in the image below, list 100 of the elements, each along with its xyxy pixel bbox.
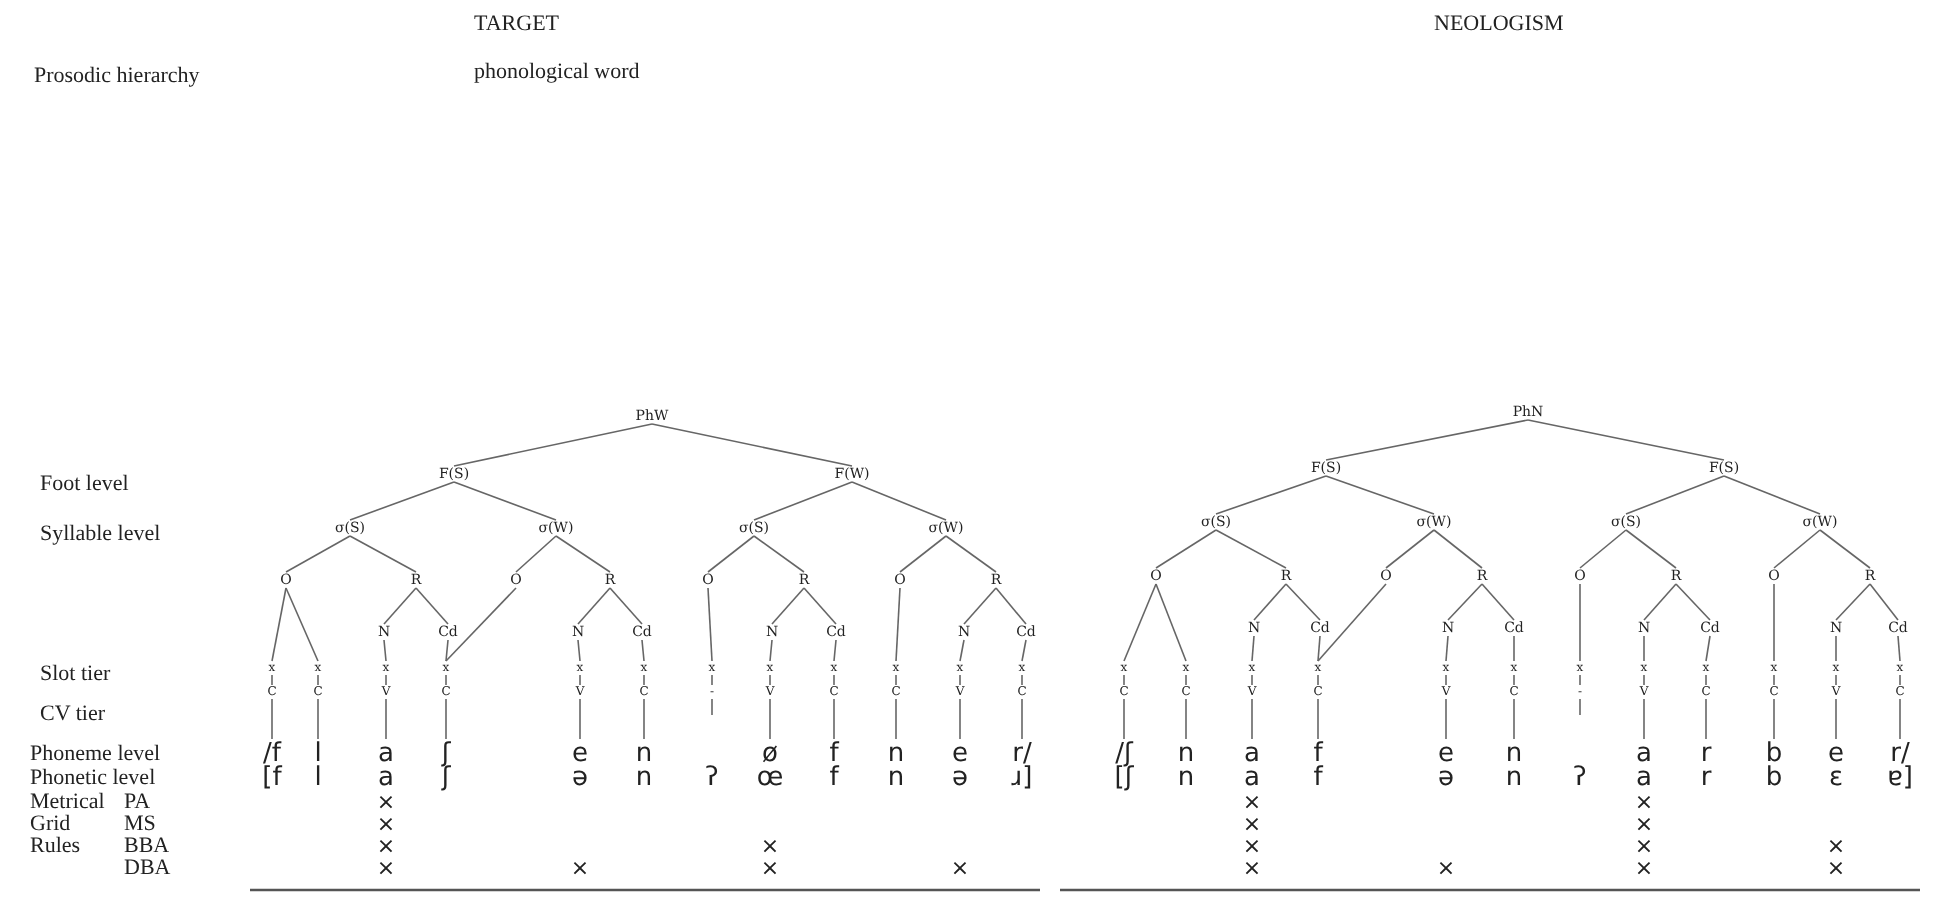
tree-branch — [1773, 674, 1775, 686]
tree-branch — [1385, 529, 1435, 569]
tree-branch — [641, 639, 645, 662]
phonetic-symbol: ʔ — [705, 763, 719, 793]
phonetic-symbol: ɹ] — [1011, 763, 1033, 793]
row-label: Slot tier — [40, 662, 111, 686]
tree-branch — [833, 639, 837, 662]
row-label: Grid — [30, 812, 71, 836]
tree-branch — [711, 698, 713, 716]
stress-mark: × — [1242, 811, 1262, 837]
phonetic-symbol: ʔ — [1573, 763, 1587, 793]
row-label: CV tier — [40, 702, 105, 726]
tree-branch — [899, 535, 947, 573]
tree-branch — [833, 698, 835, 740]
tree-branch — [1897, 635, 1901, 662]
tree-branch — [1021, 698, 1023, 740]
tree-branch — [1643, 698, 1645, 740]
phoneme-symbol: a — [1244, 739, 1260, 769]
phoneme-symbol: e — [572, 739, 588, 769]
phonetic-symbol: n — [1177, 763, 1195, 793]
phoneme-symbol: ø — [762, 739, 778, 769]
phoneme-symbol: n — [1505, 739, 1523, 769]
phonetic-symbol: l — [314, 763, 322, 793]
tree-branch — [579, 698, 581, 740]
stress-mark: × — [376, 833, 396, 859]
stress-mark: × — [760, 833, 780, 859]
tree-branch — [1773, 583, 1775, 662]
tree-branch — [769, 639, 773, 662]
row-label: Metrical — [30, 790, 105, 814]
tree-branch — [1643, 583, 1677, 621]
tree-branch — [1481, 583, 1515, 621]
tree-branch — [383, 639, 387, 662]
tree-branch — [1819, 529, 1871, 569]
column-heading: NEOLOGISM — [1434, 12, 1564, 36]
phoneme-symbol: ʃ — [441, 739, 451, 769]
tree-branch — [1723, 475, 1821, 515]
tree-branch — [753, 535, 805, 573]
tree-branch — [1445, 698, 1447, 740]
tree-branch — [895, 674, 897, 686]
tree-branch — [383, 587, 417, 625]
stress-mark: × — [1242, 855, 1262, 881]
tree-branch — [945, 535, 997, 573]
tree-branch — [1579, 583, 1581, 662]
phoneme-symbol: n — [635, 739, 653, 769]
phoneme-symbol: n — [887, 739, 905, 769]
phonetic-symbol: [f — [262, 763, 282, 793]
tree-branch — [1123, 674, 1125, 686]
phonetic-symbol: f — [1313, 763, 1323, 793]
tree-branch — [1835, 583, 1871, 621]
tree-branch — [1447, 583, 1483, 621]
tree-branch — [577, 587, 611, 625]
tree-branch — [1215, 475, 1327, 515]
tree-branch — [555, 535, 611, 573]
tree-branch — [1675, 583, 1711, 621]
stress-mark: × — [570, 855, 590, 881]
tree-branch — [271, 698, 273, 740]
tree-branch — [1835, 674, 1837, 686]
tree-branch — [1445, 635, 1449, 662]
phonetic-symbol: n — [635, 763, 653, 793]
tree-branch — [1643, 635, 1645, 662]
row-label: Phonetic level — [30, 766, 156, 790]
row-label: PA — [124, 790, 151, 814]
tree-branch — [1215, 529, 1287, 569]
tree-branch — [707, 535, 755, 573]
tree-branch — [959, 698, 961, 740]
phonetic-symbol: ɛ — [1828, 763, 1844, 793]
tree-branch — [1513, 698, 1515, 740]
tree-branch — [1155, 529, 1217, 569]
tree-branch — [1317, 583, 1387, 662]
stress-mark: × — [1826, 833, 1846, 859]
stress-mark: × — [1242, 789, 1262, 815]
tree-branch — [833, 674, 835, 686]
tree-branch — [1155, 583, 1187, 662]
tree-branch — [1899, 698, 1901, 740]
tree-branch — [1773, 698, 1775, 740]
tree-branch — [349, 535, 417, 573]
tree-branch — [579, 674, 581, 686]
row-label: Rules — [30, 834, 81, 858]
tree-branch — [1021, 674, 1023, 686]
tree-branch — [385, 674, 387, 686]
phonetic-symbol: œ — [756, 763, 784, 793]
tree-branch — [995, 587, 1027, 625]
phoneme-symbol: e — [952, 739, 968, 769]
tree-branch — [1285, 583, 1321, 621]
tree-branch — [1317, 698, 1319, 740]
row-label: DBA — [124, 856, 171, 880]
tree-branch — [1251, 635, 1255, 662]
tree-branch — [1579, 698, 1581, 716]
phonetic-symbol: [ʃ — [1114, 763, 1134, 793]
tree-branch — [651, 423, 853, 467]
tree-branch — [1705, 674, 1707, 686]
tree-branch — [711, 674, 713, 686]
tree-branch — [285, 587, 319, 662]
phonetic-symbol: n — [887, 763, 905, 793]
tree-branch — [769, 674, 771, 686]
tree-branch — [959, 639, 965, 662]
tree-branch — [753, 481, 853, 521]
phoneme-symbol: e — [1828, 739, 1844, 769]
tree-branch — [1513, 674, 1515, 686]
stress-mark: × — [950, 855, 970, 881]
